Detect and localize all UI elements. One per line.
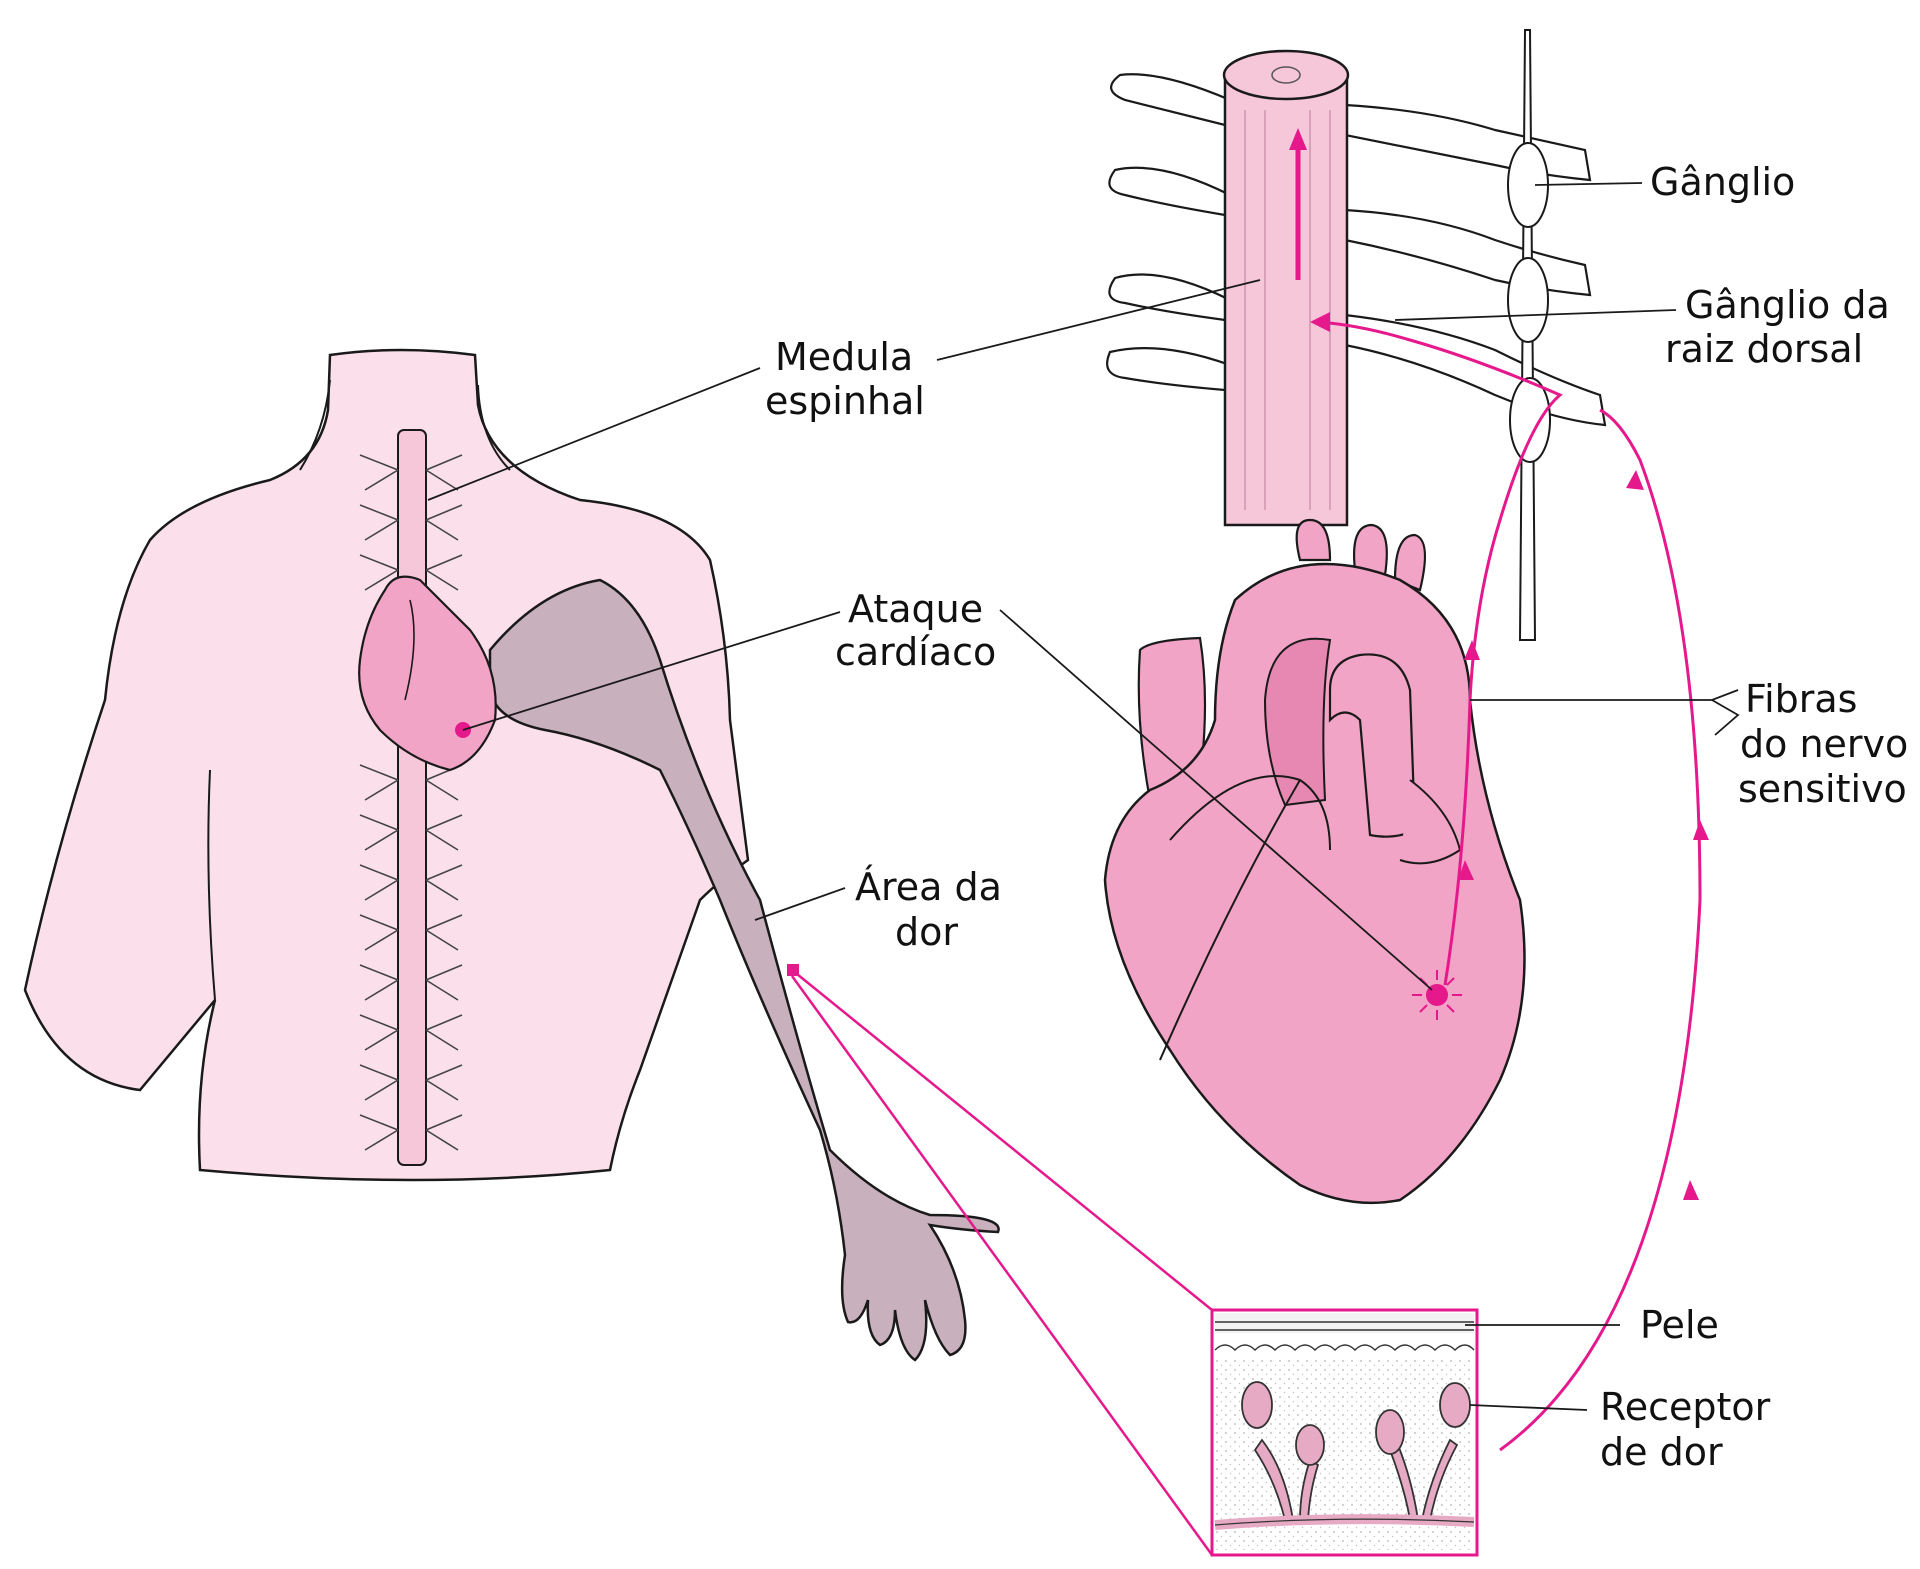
spinal-cord-top <box>1222 49 1350 101</box>
label-pain-receptor-line-2: de dor <box>1600 1430 1723 1474</box>
label-sensory-fibers: Fibras do nervo sensitivo <box>1738 677 1908 811</box>
ganglion-node-3 <box>1509 377 1551 463</box>
label-skin: Pele <box>1640 1303 1719 1347</box>
heart-attack-burst <box>1412 970 1462 1020</box>
ganglion-node-2 <box>1507 257 1549 343</box>
dorsal-root-arrowhead <box>1310 312 1330 332</box>
label-sensory-fibers-line-1: Fibras <box>1745 677 1857 721</box>
inset-link-top <box>791 969 1213 1311</box>
pain-area-region <box>488 578 1000 1362</box>
spinal-cord-column <box>1223 73 1349 527</box>
spinal-cord-texture <box>1244 110 1331 510</box>
label-spinal-cord-line-2: espinhal <box>765 379 925 423</box>
label-dorsal-root-ganglion-line-1: Gânglio da <box>1685 283 1890 327</box>
heart-body <box>1103 562 1526 1205</box>
spinal-cord-detail <box>1106 29 1607 641</box>
leader-lines <box>427 182 1740 1411</box>
label-spinal-cord: Medula espinhal <box>765 335 925 423</box>
torso-figure <box>23 348 1000 1362</box>
label-sensory-fibers-line-2: do nervo <box>1740 722 1908 766</box>
torso-nerve-branches <box>359 454 463 1151</box>
label-pain-area-line-2: dor <box>895 910 958 954</box>
label-heart-attack-line-2: cardíaco <box>835 630 996 674</box>
label-dorsal-root-ganglion-line-2: raiz dorsal <box>1665 327 1863 371</box>
inset-link-bottom <box>790 975 1214 1556</box>
torso-heart <box>358 575 497 772</box>
label-ganglion: Gânglio <box>1650 160 1795 204</box>
label-pain-area: Área da dor <box>855 865 1002 954</box>
label-heart-attack: Ataque cardíaco <box>835 587 996 674</box>
skin-inset <box>1210 1308 1479 1557</box>
label-spinal-cord-line-1: Medula <box>775 335 913 379</box>
neck-line-right <box>477 384 511 471</box>
arm-contour <box>207 769 216 1001</box>
label-pain-receptor-line-1: Receptor <box>1600 1385 1771 1429</box>
label-heart-attack-line-1: Ataque <box>848 587 983 631</box>
label-ganglion-line-1: Gânglio <box>1650 160 1795 204</box>
torso-spinal-cord <box>397 429 427 1166</box>
label-sensory-fibers-line-3: sensitivo <box>1738 767 1907 811</box>
torso-heart-line <box>404 599 415 701</box>
label-dorsal-root-ganglion: Gânglio da raiz dorsal <box>1665 283 1890 371</box>
neck-line-left <box>299 379 331 471</box>
label-skin-line-1: Pele <box>1640 1303 1719 1347</box>
torso-body <box>23 348 750 1182</box>
large-heart <box>1103 518 1526 1205</box>
label-pain-receptor: Receptor de dor <box>1600 1385 1771 1474</box>
label-pain-area-line-1: Área da <box>855 865 1002 909</box>
